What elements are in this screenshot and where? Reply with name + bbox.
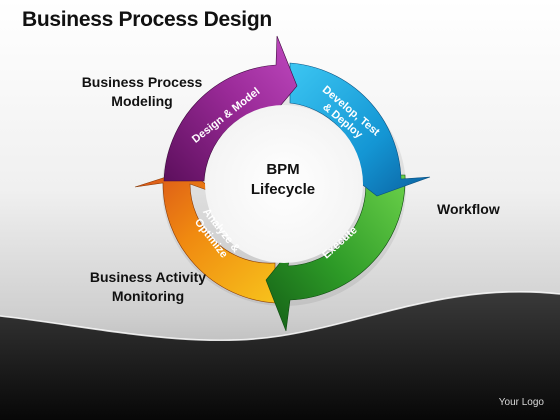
wave-highlight-line [0, 291, 560, 342]
dark-wave-footer [0, 291, 560, 420]
label-business-activity-monitoring: Business Activity Monitoring [74, 268, 222, 306]
center-label-line2: Lifecycle [250, 181, 316, 198]
segment-execute [265, 174, 406, 332]
label-modeling-line2: Modeling [111, 93, 173, 109]
label-workflow: Workflow [437, 201, 500, 217]
logo-placeholder: Your Logo [498, 397, 544, 408]
label-monitoring-line1: Business Activity [89, 269, 207, 285]
segment-design-model [163, 35, 298, 182]
slide-title: Business Process Design [22, 8, 272, 31]
segment-analyze-optimize [134, 169, 276, 304]
label-modeling-line1: Business Process [81, 74, 203, 90]
cycle-center-hole [205, 105, 363, 263]
label-business-process-modeling: Business Process Modeling [78, 73, 206, 111]
cycle-center-label: BPM Lifecycle [238, 160, 328, 200]
label-monitoring-line2: Monitoring [111, 288, 185, 304]
bpm-cycle-diagram: Design & Model Develop, Test & Deploy Ex… [134, 35, 431, 332]
segment-develop-test-deploy [289, 62, 431, 197]
center-label-line1: BPM [266, 161, 300, 178]
